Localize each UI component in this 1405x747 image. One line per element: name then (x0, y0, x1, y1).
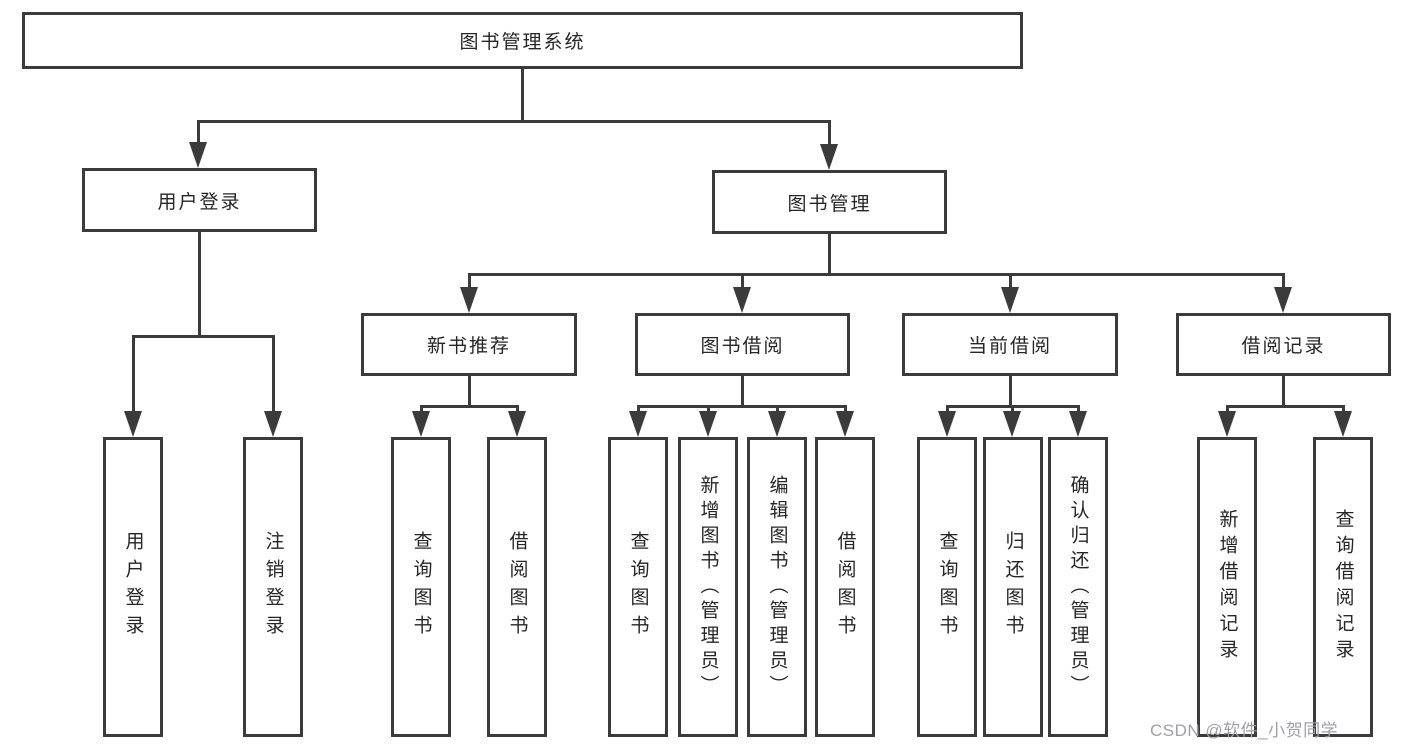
connector-vline (521, 69, 524, 120)
leaf-query-borrow-record: 查询借阅记录 (1313, 437, 1373, 737)
node-root-label: 图书管理系统 (459, 32, 586, 53)
leaf-confirm-return-admin-label: 确认归还（管理员） (1067, 474, 1089, 700)
leaf-add-books-admin: 新增图书（管理员） (678, 437, 738, 737)
arrow-down-icon (264, 411, 282, 437)
leaf-user-login: 用户登录 (103, 437, 163, 737)
node-book-borrowing: 图书借阅 (635, 313, 850, 376)
watermark: CSDN @软件_小贺同学 (1150, 721, 1339, 740)
connector-vline (516, 405, 519, 415)
leaf-user-login-label: 用户登录 (122, 531, 144, 643)
leaf-query-borrow-record-label: 查询借阅记录 (1332, 509, 1354, 665)
arrow-down-icon (733, 287, 751, 313)
leaf-add-borrow-record: 新增借阅记录 (1197, 437, 1257, 737)
connector-vline (1282, 376, 1285, 405)
node-root: 图书管理系统 (22, 12, 1023, 69)
arrow-down-icon (938, 411, 956, 437)
leaf-add-books-admin-label: 新增图书（管理员） (697, 474, 719, 700)
arrow-down-icon (460, 287, 478, 313)
arrow-down-icon (124, 411, 142, 437)
arrow-down-icon (1218, 411, 1236, 437)
connector-vline (420, 405, 423, 415)
arrow-down-icon (836, 411, 854, 437)
leaf-logout: 注销登录 (243, 437, 303, 737)
node-borrowing-records-label: 借阅记录 (1241, 336, 1326, 357)
node-current-borrowing: 当前借阅 (902, 313, 1118, 376)
arrow-down-icon (1003, 411, 1021, 437)
connector-hline (1226, 405, 1345, 408)
leaf-query-books-current: 查询图书 (917, 437, 977, 737)
leaf-confirm-return-admin: 确认归还（管理员） (1048, 437, 1108, 737)
connector-vline (198, 232, 201, 335)
node-new-book-recommendation-label: 新书推荐 (426, 336, 511, 357)
connector-hline (420, 405, 519, 408)
node-user-login: 用户登录 (82, 168, 317, 232)
connector-hline (637, 405, 847, 408)
connector-vline (1226, 405, 1229, 415)
connector-vline (197, 120, 200, 146)
connector-vline (1342, 405, 1345, 415)
leaf-borrow-books: 借阅图书 (815, 437, 875, 737)
connector-vline (844, 405, 847, 415)
arrow-down-icon (412, 411, 430, 437)
leaf-borrow-books-recommend-label: 借阅图书 (506, 531, 528, 643)
connector-vline (1009, 376, 1012, 405)
connector-hline (198, 120, 831, 123)
node-borrowing-records: 借阅记录 (1176, 313, 1391, 376)
arrow-down-icon (1069, 411, 1087, 437)
connector-hline (468, 273, 1284, 276)
arrow-down-icon (508, 411, 526, 437)
connector-vline (468, 273, 471, 291)
node-book-management-label: 图书管理 (787, 193, 872, 215)
leaf-edit-books-admin: 编辑图书（管理员） (747, 437, 807, 737)
arrow-down-icon (820, 144, 838, 170)
node-new-book-recommendation: 新书推荐 (361, 313, 577, 376)
arrow-down-icon (699, 411, 717, 437)
node-current-borrowing-label: 当前借阅 (967, 336, 1052, 357)
leaf-return-books-label: 归还图书 (1002, 531, 1024, 643)
leaf-query-books-recommend: 查询图书 (391, 437, 451, 737)
connector-vline (1282, 273, 1285, 291)
leaf-query-books-recommend-label: 查询图书 (410, 531, 432, 643)
connector-vline (828, 120, 831, 146)
arrow-down-icon (1274, 287, 1292, 313)
connector-vline (946, 405, 949, 415)
connector-vline (132, 335, 135, 415)
leaf-add-borrow-record-label: 新增借阅记录 (1216, 509, 1238, 665)
connector-vline (1077, 405, 1080, 415)
leaf-borrow-books-recommend: 借阅图书 (487, 437, 547, 737)
leaf-query-books-borrowing-label: 查询图书 (627, 531, 649, 643)
leaf-edit-books-admin-label: 编辑图书（管理员） (766, 474, 788, 700)
arrow-down-icon (189, 142, 207, 168)
connector-vline (741, 273, 744, 291)
connector-vline (272, 335, 275, 415)
arrow-down-icon (629, 411, 647, 437)
connector-vline (468, 376, 471, 405)
node-user-login-label: 用户登录 (157, 191, 242, 213)
leaf-return-books: 归还图书 (983, 437, 1043, 737)
connector-vline (637, 405, 640, 415)
connector-vline (707, 405, 710, 415)
arrow-down-icon (1334, 411, 1352, 437)
connector-vline (828, 234, 831, 273)
leaf-query-books-current-label: 查询图书 (936, 531, 958, 643)
connector-vline (1011, 405, 1014, 415)
leaf-query-books-borrowing: 查询图书 (608, 437, 668, 737)
arrow-down-icon (768, 411, 786, 437)
leaf-logout-label: 注销登录 (262, 531, 284, 643)
node-book-management: 图书管理 (712, 170, 947, 234)
connector-vline (741, 376, 744, 405)
arrow-down-icon (1001, 287, 1019, 313)
connector-hline (132, 335, 275, 338)
connector-vline (776, 405, 779, 415)
node-book-borrowing-label: 图书借阅 (700, 336, 785, 357)
connector-vline (1009, 273, 1012, 291)
leaf-borrow-books-label: 借阅图书 (834, 531, 856, 643)
